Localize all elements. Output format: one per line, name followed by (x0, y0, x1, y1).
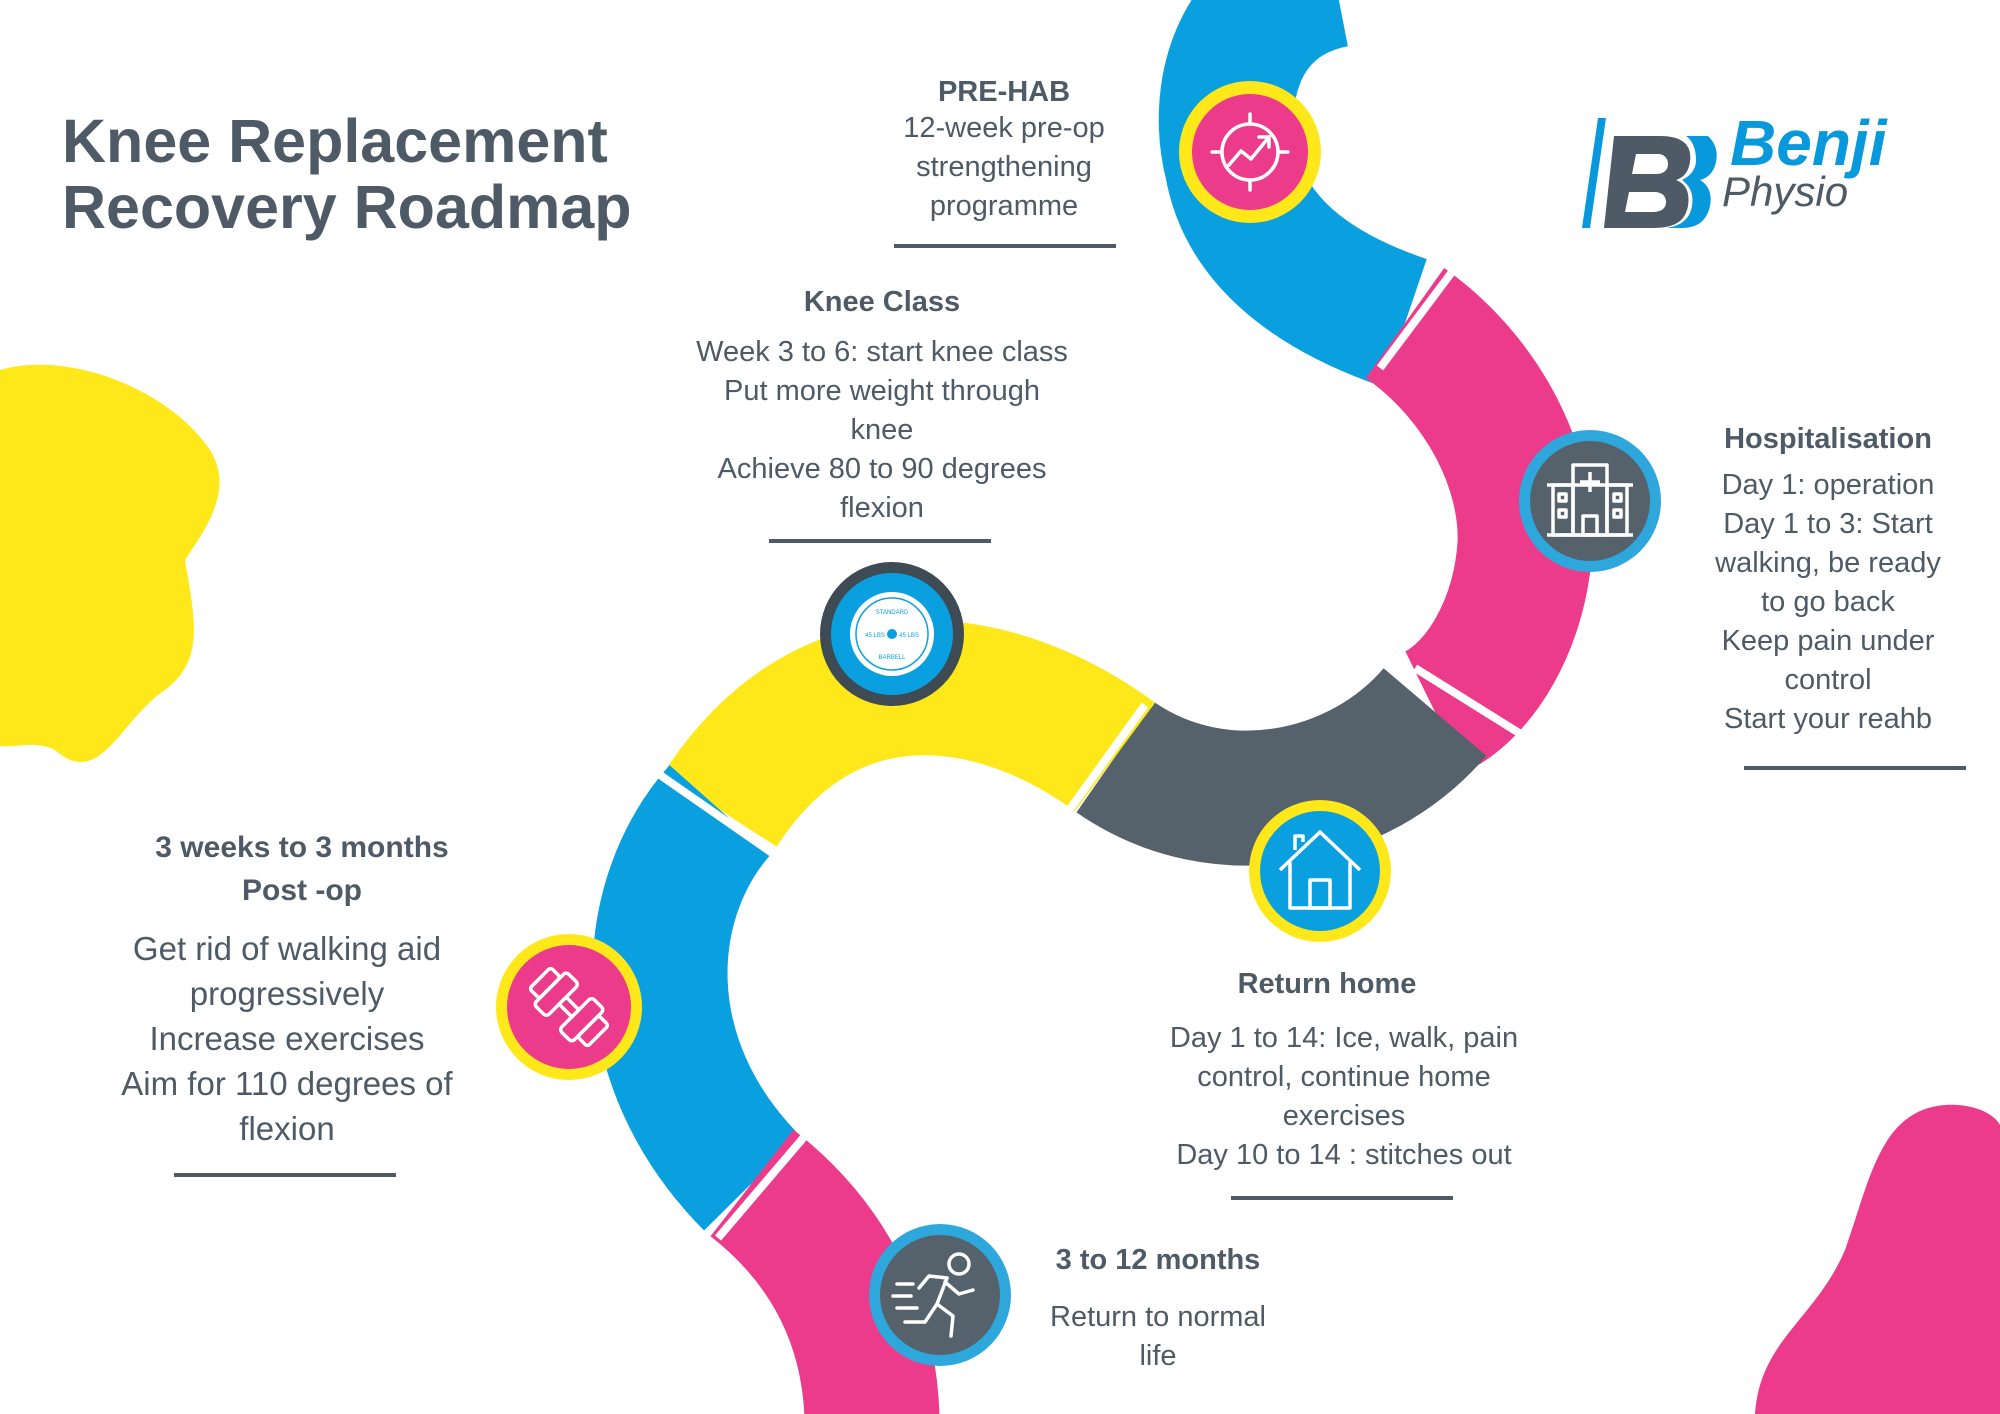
road-segment-hospital (1364, 268, 1593, 773)
road-gap (1412, 664, 1530, 742)
divider (174, 1173, 396, 1177)
growth-chart-icon (1179, 81, 1321, 223)
stage-line: Return to normal (1050, 1301, 1266, 1333)
divider (1231, 1196, 1453, 1200)
stage-heading: 3 weeks to 3 months (155, 831, 449, 864)
stage-long-term: 3 to 12 months (1018, 1244, 1298, 1291)
stage-line: control, continue home (1197, 1061, 1491, 1093)
stage-line: control (1784, 664, 1872, 696)
stage-heading: Return home (1237, 968, 1417, 1000)
stage-long-term-body: Return to normal life (1018, 1298, 1298, 1376)
divider (769, 539, 991, 543)
stage-prehab: PRE-HAB 12-week pre-op strengthening pro… (864, 76, 1144, 226)
stage-hospitalisation: Hospitalisation Day 1: operation Day 1 t… (1688, 423, 1968, 739)
stage-line: walking, be ready (1715, 547, 1941, 579)
stage-line: flexion (840, 492, 924, 524)
house-icon (1249, 800, 1391, 942)
weight-plate-icon: STANDARD BARBELL 45 LBS 45 LBS (820, 562, 964, 706)
stage-return-home: Return home (1107, 968, 1547, 1015)
plate-bottom-label: BARBELL (878, 655, 906, 661)
road-segment-long-term (709, 1129, 940, 1414)
stage-heading: Knee Class (803, 286, 961, 318)
title-line-2: Recovery Roadmap (62, 173, 632, 241)
stage-line: strengthening (916, 151, 1092, 183)
divider (894, 244, 1116, 248)
logo-name: Benji (1730, 107, 1887, 179)
logo-b-mark (1582, 118, 1717, 228)
road-segment-return-home (1076, 666, 1487, 866)
stage-line: Achieve 80 to 90 degrees (717, 453, 1047, 485)
stage-line: Week 3 to 6: start knee class (696, 336, 1068, 368)
stage-line: 12-week pre-op (903, 112, 1105, 144)
stage-line: progressively (189, 975, 385, 1012)
stage-line: flexion (239, 1110, 335, 1147)
yellow-blob (0, 364, 220, 763)
stage-line: Start your reahb (1724, 703, 1932, 735)
stage-heading: PRE-HAB (937, 76, 1071, 108)
road-gap (1061, 702, 1149, 819)
stage-post-op-body: Get rid of walking aid progressively Inc… (82, 926, 492, 1151)
stage-line: life (1139, 1340, 1177, 1372)
dumbbell-icon (496, 934, 642, 1080)
stage-line: Day 1 to 3: Start (1723, 508, 1933, 540)
stage-line: Day 1 to 14: Ice, walk, pain (1169, 1022, 1519, 1054)
stage-return-home-body: Day 1 to 14: Ice, walk, pain control, co… (1124, 1019, 1564, 1175)
stage-post-op: 3 weeks to 3 months Post -op (102, 826, 502, 926)
road-segment-post-op (592, 765, 802, 1231)
stage-line: knee (850, 414, 914, 446)
road-gap (714, 1127, 814, 1241)
pink-blob (1755, 1104, 2000, 1414)
title-line-1: Knee Replacement (62, 107, 608, 175)
stage-heading: 3 to 12 months (1055, 1244, 1261, 1276)
road-gap (657, 771, 778, 859)
stage-line: Aim for 110 degrees of (121, 1065, 453, 1102)
stage-heading: Hospitalisation (1724, 423, 1932, 455)
brand-logo: Benji Physio (1582, 108, 1942, 238)
stage-line: Day 1: operation (1721, 469, 1935, 501)
running-person-icon (869, 1224, 1011, 1366)
road-gap (1376, 265, 1459, 371)
stage-line: to go back (1761, 586, 1895, 618)
page-title: Knee Replacement Recovery Roadmap (62, 108, 632, 240)
plate-right-label: 45 LBS (899, 633, 919, 639)
stage-line: Increase exercises (149, 1020, 425, 1057)
stage-line: exercises (1282, 1100, 1406, 1132)
hospital-icon (1519, 430, 1661, 572)
stage-line: Day 10 to 14 : stitches out (1176, 1139, 1512, 1171)
stage-line: Keep pain under (1721, 625, 1935, 657)
stage-line: Get rid of walking aid (132, 930, 442, 967)
stage-line: programme (929, 190, 1079, 222)
plate-top-label: STANDARD (876, 610, 909, 616)
plate-left-label: 45 LBS (865, 633, 885, 639)
stage-line: Put more weight through (724, 375, 1040, 407)
stage-heading-2: Post -op (242, 874, 362, 907)
stage-knee-class: Knee Class Week 3 to 6: start knee class… (672, 286, 1092, 528)
divider (1744, 766, 1966, 770)
logo-sub: Physio (1722, 168, 1849, 215)
